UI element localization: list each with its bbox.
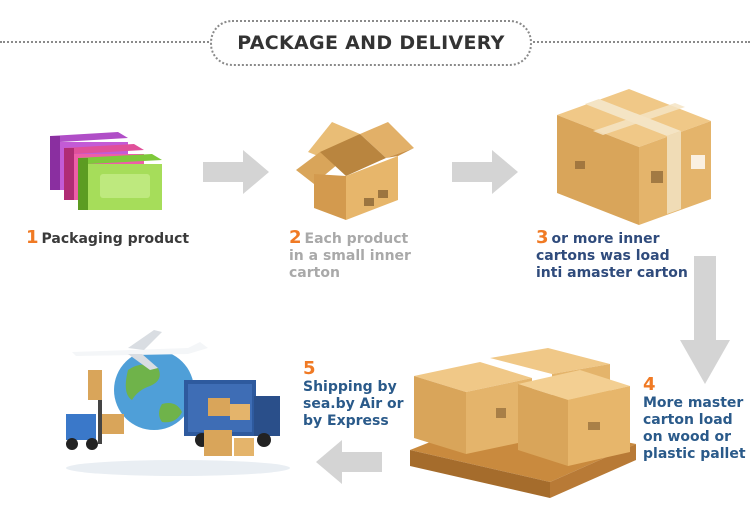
pallet-illustration [410, 348, 636, 498]
step-3-text-line-1: or more inner [551, 231, 660, 247]
step-5-number: 5 [303, 358, 316, 379]
header-divider-left [0, 41, 212, 43]
step-4-text-line-4: plastic pallet [643, 446, 746, 462]
arrow-down-icon [680, 256, 730, 384]
step-3-text-line-2: cartons was load [536, 248, 670, 264]
arrow-right-icon [203, 150, 269, 194]
inner-carton-illustration [296, 122, 414, 220]
step-5-caption: 5 Shipping by sea.by Air or by Express [303, 360, 404, 430]
step-1-number: 1 [26, 227, 39, 248]
step-4-text-line-3: on wood or [643, 429, 732, 445]
shipping-illustration [66, 330, 290, 476]
master-carton-illustration [557, 89, 711, 225]
step-3-text-line-3: inti amaster carton [536, 265, 688, 281]
arrow-right-icon [452, 150, 518, 194]
step-2-text-line-3: carton [289, 265, 340, 281]
step-2-text-line-1: Each product [304, 231, 409, 247]
packaging-product-illustration [50, 132, 162, 210]
step-3-number: 3 [536, 227, 549, 248]
step-2-text-line-2: in a small inner [289, 248, 411, 264]
page-title: PACKAGE AND DELIVERY [210, 20, 532, 66]
step-2-number: 2 [289, 227, 302, 248]
step-4-caption: 4 More master carton load on wood or pla… [643, 376, 746, 463]
header-divider-right [526, 41, 750, 43]
step-4-number: 4 [643, 374, 656, 395]
step-5-text-line-3: by Express [303, 413, 389, 429]
step-1-text: Packaging product [41, 231, 190, 247]
arrow-left-icon [316, 440, 382, 484]
step-5-text-line-1: Shipping by [303, 379, 397, 395]
step-4-text-line-1: More master [643, 395, 744, 411]
step-4-text-line-2: carton load [643, 412, 733, 428]
step-5-text-line-2: sea.by Air or [303, 396, 404, 412]
